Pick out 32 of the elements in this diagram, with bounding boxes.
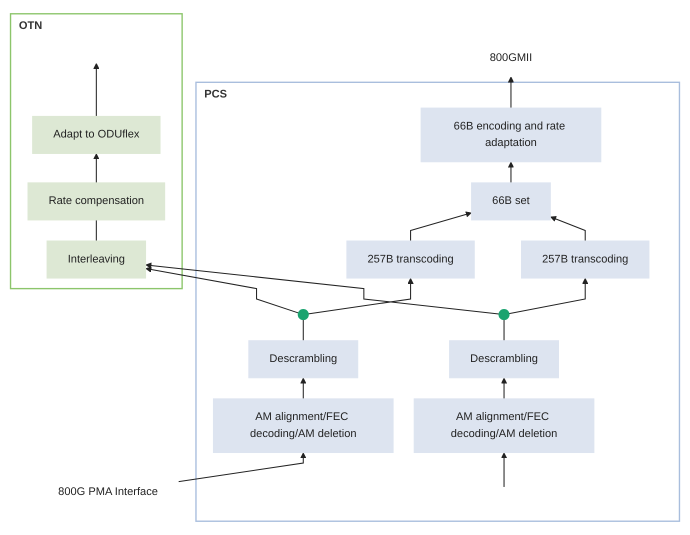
node-text: 800G PMA Interface xyxy=(58,486,158,498)
node-box: AM alignment/FEC decoding/AM deletion xyxy=(212,398,394,454)
node-box: Rate compensation xyxy=(28,182,166,220)
node-box: Descrambling xyxy=(449,340,559,378)
node-box: Interleaving xyxy=(46,240,146,279)
arrow xyxy=(410,211,472,241)
arrow xyxy=(508,162,514,183)
arrow xyxy=(93,63,100,116)
arrow xyxy=(145,266,299,314)
node-box: 66B set xyxy=(471,182,551,220)
arrow xyxy=(501,452,508,487)
node-circle xyxy=(498,309,510,320)
arrow xyxy=(509,278,588,314)
node-box: 257B transcoding xyxy=(521,240,650,279)
arrow xyxy=(508,76,514,108)
arrow xyxy=(178,452,306,482)
node-text: 800GMII xyxy=(490,52,532,64)
arrow xyxy=(501,378,508,399)
connector xyxy=(96,220,97,241)
arrow xyxy=(308,278,414,314)
arrow xyxy=(93,153,100,183)
node-box: Adapt to ODUflex xyxy=(32,116,161,154)
node-box: Descrambling xyxy=(248,340,358,378)
node-circle xyxy=(298,309,309,320)
node-box: 66B encoding and rate adaptation xyxy=(420,108,602,162)
node-box: 257B transcoding xyxy=(346,240,475,279)
connector xyxy=(302,320,304,341)
arrow xyxy=(145,262,499,315)
arrow xyxy=(550,216,586,241)
node-box: AM alignment/FEC decoding/AM deletion xyxy=(414,398,594,454)
connector xyxy=(504,320,505,341)
arrow xyxy=(300,378,306,399)
